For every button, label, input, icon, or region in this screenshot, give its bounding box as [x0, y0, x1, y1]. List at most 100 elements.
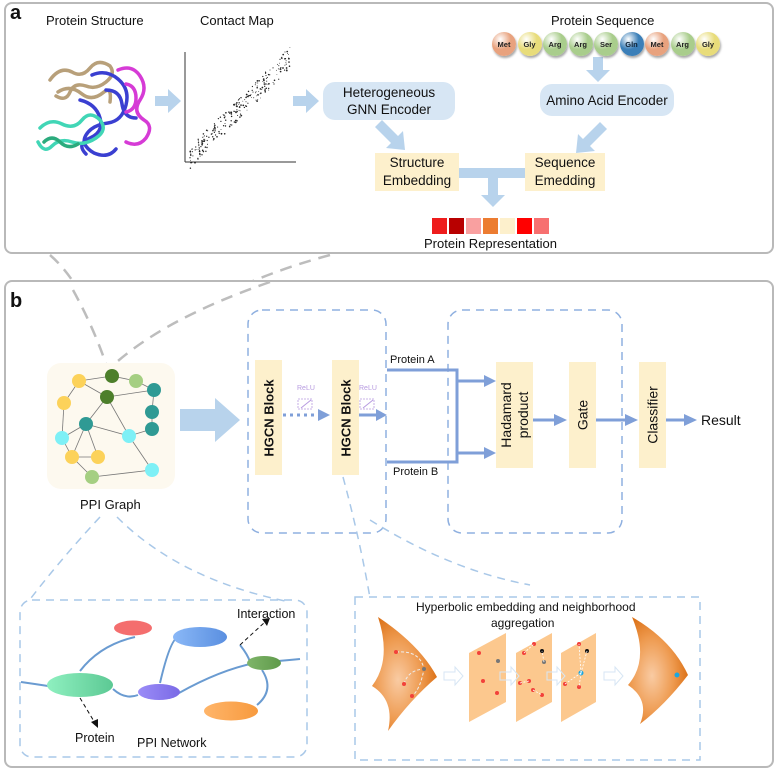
relu-icon-1: [297, 398, 313, 410]
dotted-arrow-head: [318, 409, 330, 421]
tangent-plane-3: [561, 633, 596, 722]
tangent-plane-1: [469, 633, 506, 722]
contact-dot: [239, 116, 241, 118]
contact-dot: [269, 74, 271, 76]
contact-dot: [208, 136, 210, 138]
contact-dot: [233, 121, 236, 123]
contact-dot: [213, 131, 216, 134]
contact-dot: [230, 120, 232, 122]
contact-dot: [203, 135, 205, 137]
contact-dot: [201, 136, 203, 138]
contact-dot: [203, 138, 205, 141]
protein-node-red: [114, 620, 152, 636]
zoom-connector-ppi-left: [27, 516, 101, 603]
residue-bead-ser: Ser: [594, 32, 618, 56]
contact-dot: [286, 50, 289, 53]
protein-representation-vector: [432, 218, 552, 234]
arrow-aa-to-sequence: [576, 122, 607, 153]
contact-dot: [236, 110, 238, 113]
protein-split-bracket: [387, 368, 459, 464]
residue-bead-arg: Arg: [670, 32, 695, 56]
contact-dot: [255, 91, 257, 93]
contact-dot: [219, 116, 222, 118]
contact-dot: [239, 106, 241, 108]
hyperbolic-left-points: [394, 650, 426, 698]
contact-dot: [256, 85, 258, 87]
ribbon-blue: [82, 71, 129, 157]
contact-dot: [201, 142, 204, 145]
contact-dot: [287, 52, 288, 54]
residue-bead-arg: Arg: [543, 32, 567, 56]
contact-dot: [228, 125, 231, 128]
contact-dot: [202, 133, 205, 135]
contact-dot: [196, 148, 198, 150]
contact-dot: [264, 88, 266, 90]
relu-label-1: ReLU: [297, 385, 315, 392]
contact-dot: [213, 125, 215, 127]
connector-line-right-inner: [107, 280, 271, 371]
contact-dot: [207, 130, 209, 132]
protein-label: Protein: [75, 731, 115, 745]
contact-dot: [242, 104, 245, 107]
contact-dot: [201, 143, 203, 146]
ppi-graph-background: [47, 363, 175, 489]
contact-dot: [265, 87, 268, 89]
contact-dot: [250, 97, 252, 98]
contact-dot: [266, 76, 268, 79]
hyperbolic-title-line2: aggregation: [491, 616, 555, 630]
hollow-arrow-3: [546, 665, 566, 687]
hgcn-block-2: HGCN Block: [332, 360, 359, 475]
interaction-pointer-head: [262, 618, 270, 626]
contact-dot: [233, 110, 235, 112]
hyperbolic-surface-left: [372, 617, 437, 731]
contact-dot: [236, 105, 238, 108]
contact-dot: [189, 159, 191, 161]
contact-dot: [262, 75, 264, 78]
contact-dot: [217, 126, 219, 128]
aggregation-lines: [519, 643, 588, 696]
contact-dot: [211, 132, 213, 134]
ppi-graph-label: PPI Graph: [80, 497, 141, 512]
interaction-pointer: [239, 621, 266, 646]
contact-dot: [283, 69, 286, 71]
representation-cell: [449, 218, 464, 234]
contact-dot: [194, 161, 196, 164]
contact-dot: [277, 68, 279, 70]
hollow-arrow-2: [499, 665, 520, 687]
contact-dot: [272, 67, 274, 69]
sequence-embedding-line1: Sequence: [534, 155, 596, 170]
contact-dot: [256, 95, 258, 97]
contact-dot: [257, 94, 259, 96]
contact-dot: [229, 112, 231, 114]
contact-dot: [230, 113, 233, 115]
contact-dot: [218, 130, 220, 133]
ppi-graph-nodes: [55, 369, 161, 484]
contact-dot: [201, 154, 203, 156]
contact-dot: [279, 62, 281, 64]
contact-dot: [252, 91, 254, 93]
contact-dot: [285, 63, 287, 65]
sequence-embedding-line2: Emedding: [534, 173, 596, 188]
structure-embedding-line2: Embedding: [382, 173, 452, 188]
gnn-encoder-line2: GNN Encoder: [346, 102, 432, 117]
contact-dot: [220, 132, 223, 135]
contact-dot: [224, 125, 227, 127]
contact-dot: [197, 158, 199, 160]
contact-dot: [238, 103, 240, 105]
connector-line-left-inner: [71, 289, 110, 371]
arrow-classifier-result-head: [684, 414, 697, 426]
contact-dot: [256, 100, 258, 102]
contact-dot: [229, 124, 232, 126]
contact-dot: [199, 153, 201, 156]
gate-box: Gate: [569, 362, 596, 468]
contact-dot: [251, 85, 253, 88]
contact-dot: [192, 155, 194, 157]
protein-pointer-head: [91, 719, 98, 728]
contact-dot: [260, 97, 261, 99]
contact-dot: [189, 157, 191, 159]
contact-dot: [246, 109, 248, 111]
contact-dot: [280, 67, 282, 69]
